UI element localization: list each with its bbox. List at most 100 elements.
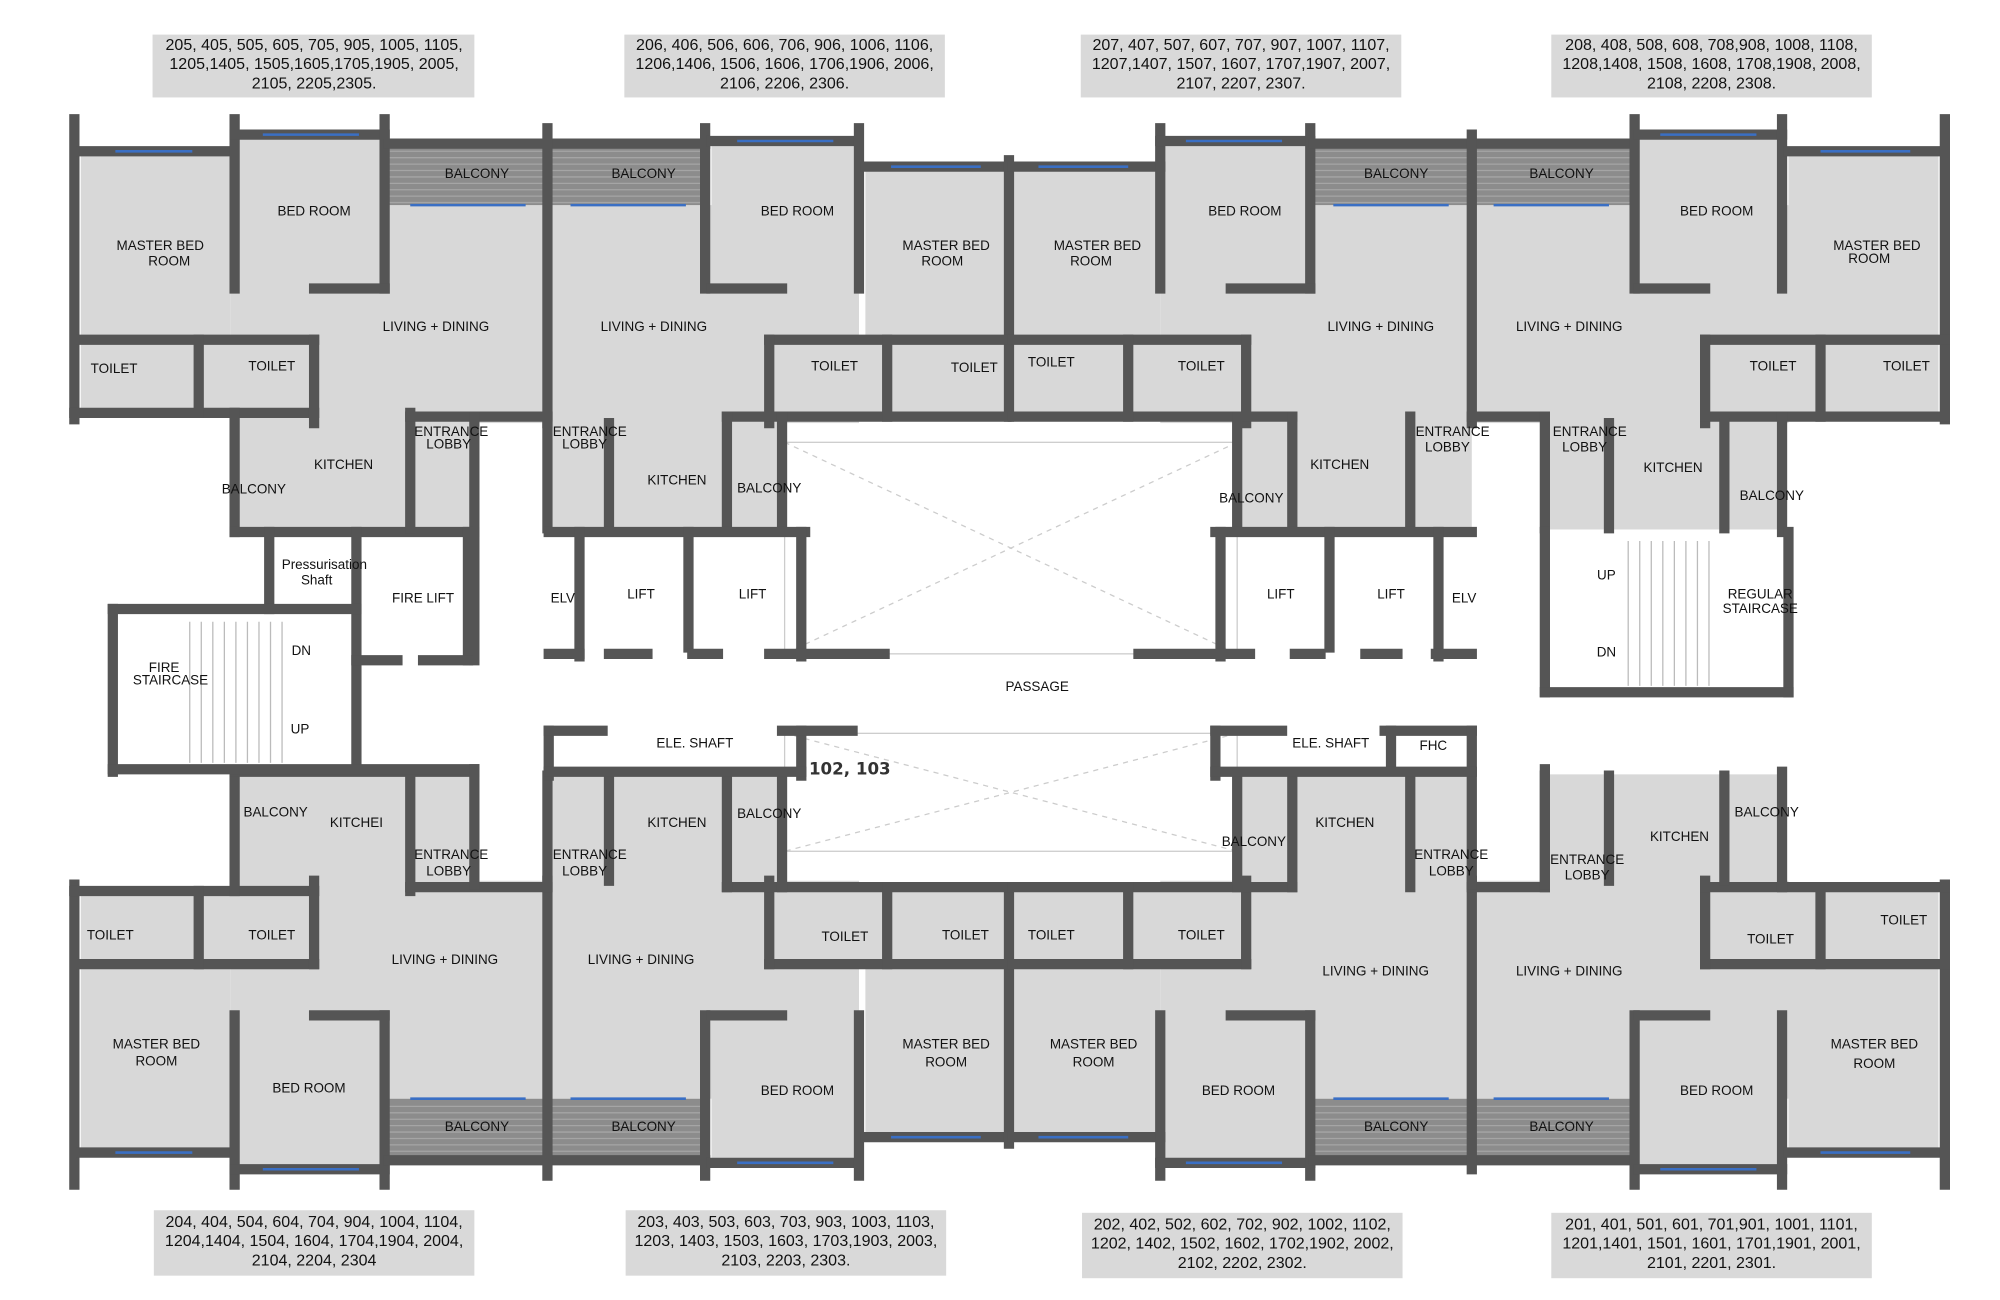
elv-label: ELV: [1452, 591, 1476, 606]
bed-room-label: BED ROOM: [761, 203, 834, 218]
room-fill: [711, 141, 857, 289]
living-dining-label: LIVING + DINING: [588, 952, 695, 967]
svg-text:2105, 2205,2305.: 2105, 2205,2305.: [252, 74, 377, 92]
svg-text:207, 407, 507, 607, 707, 907,: 207, 407, 507, 607, 707, 907, 1007, 1107…: [1092, 36, 1389, 54]
svg-text:2101, 2201, 2301.: 2101, 2201, 2301.: [1647, 1254, 1776, 1272]
toilet-label: TOILET: [1178, 928, 1225, 943]
toilet-label: TOILET: [1747, 932, 1794, 947]
balcony-label: BALCONY: [1740, 488, 1804, 503]
balcony-fill: [1474, 143, 1631, 206]
pressurisation-shaft-label: Shaft: [301, 573, 333, 588]
bed-room-label: BED ROOM: [761, 1083, 834, 1098]
room-labels-bottom: BALCONY KITCHEI KITCHEN BALCONY BALCONY …: [87, 805, 1927, 1134]
svg-text:1201,1401, 1501, 1601, 1701,19: 1201,1401, 1501, 1601, 1701,1901, 2001,: [1562, 1235, 1860, 1253]
bed-room-label: BED ROOM: [1202, 1083, 1275, 1098]
svg-text:208, 408, 508, 608, 708,908, 1: 208, 408, 508, 608, 708,908, 1008, 1108,: [1565, 36, 1858, 54]
master-bed-room-label: MASTER BED: [113, 1037, 201, 1052]
ele-shaft-label: ELE. SHAFT: [656, 735, 733, 750]
unit-reference-label: 102, 103: [809, 759, 891, 778]
balcony-label: BALCONY: [1735, 805, 1799, 820]
balcony-fill: [548, 1098, 706, 1161]
room-fill: [1012, 964, 1161, 1138]
room-fill: [1638, 1015, 1783, 1170]
unit-list-top-4: 208, 408, 508, 608, 708,908, 1008, 1108,…: [1551, 34, 1872, 98]
svg-text:2104, 2204, 2304: 2104, 2204, 2304: [252, 1251, 377, 1269]
bed-room-label: BED ROOM: [1208, 203, 1281, 218]
entrance-lobby-label: ENTRANCE: [414, 424, 488, 439]
balcony-label: BALCONY: [445, 1119, 509, 1134]
room-labels-top: MASTER BED ROOM BED ROOM BALCONY BALCONY…: [91, 166, 1930, 505]
kitchen-label: KITCHEN: [1315, 815, 1374, 830]
stair-down-label: DN: [292, 643, 311, 658]
entrance-lobby-label: ENTRANCE: [1550, 852, 1624, 867]
entrance-lobby-label: LOBBY: [426, 437, 471, 452]
living-dining-label: LIVING + DINING: [1516, 964, 1623, 979]
kitchen-label: KITCHEN: [1644, 460, 1703, 475]
toilet-label: TOILET: [811, 359, 858, 374]
room-fill: [548, 416, 783, 530]
svg-text:2102, 2202, 2302.: 2102, 2202, 2302.: [1178, 1254, 1307, 1272]
balcony-label: BALCONY: [1364, 166, 1428, 181]
kitchen-label: KITCHEI: [330, 815, 383, 830]
entrance-lobby-label: ENTRANCE: [553, 847, 627, 862]
master-bed-room-label: MASTER BED: [1833, 238, 1921, 253]
bed-room-label: BED ROOM: [1680, 203, 1753, 218]
room-fill: [1237, 416, 1472, 530]
entrance-lobby-label: LOBBY: [562, 864, 607, 879]
kitchen-label: KITCHEN: [1650, 829, 1709, 844]
core-labels: Pressurisation Shaft FIRE LIFT ELV LIFT …: [133, 557, 1798, 778]
balcony-label: BALCONY: [1222, 834, 1286, 849]
bed-room-label: BED ROOM: [272, 1080, 345, 1095]
toilet-label: TOILET: [1178, 359, 1225, 374]
balcony-label: BALCONY: [737, 480, 801, 495]
elv-label: ELV: [551, 591, 575, 606]
master-bed-room-label: ROOM: [1848, 251, 1890, 266]
fire-lift-label: FIRE LIFT: [392, 591, 454, 606]
room-fill: [410, 774, 475, 888]
living-dining-label: LIVING + DINING: [383, 319, 490, 334]
unit-list-top-1: 205, 405, 505, 605, 705, 905, 1005, 1105…: [152, 34, 475, 98]
svg-text:2108, 2208, 2308.: 2108, 2208, 2308.: [1647, 74, 1776, 92]
entrance-lobby-label: ENTRANCE: [1416, 424, 1490, 439]
entrance-lobby-label: ENTRANCE: [553, 424, 627, 439]
stair-down-label: DN: [1597, 644, 1616, 659]
unit-list-bottom-1: 204, 404, 504, 604, 704, 904, 1004, 1104…: [153, 1210, 475, 1276]
entrance-lobby-label: LOBBY: [1429, 864, 1474, 879]
svg-text:205, 405, 505, 605, 705, 905,: 205, 405, 505, 605, 705, 905, 1005, 1105…: [166, 36, 463, 54]
ele-shaft-label: ELE. SHAFT: [1292, 735, 1369, 750]
balcony-label: BALCONY: [1529, 166, 1593, 181]
toilet-label: TOILET: [91, 361, 138, 376]
stair-up-label: UP: [291, 721, 310, 736]
entrance-lobby-label: ENTRANCE: [1553, 424, 1627, 439]
master-bed-room-label: MASTER BED: [1054, 238, 1142, 253]
lift-label: LIFT: [739, 587, 767, 602]
open-court: [783, 732, 1238, 852]
toilet-label: TOILET: [1750, 359, 1797, 374]
living-dining-label: LIVING + DINING: [1322, 964, 1429, 979]
svg-text:1203, 1403, 1503, 1603, 1703,1: 1203, 1403, 1503, 1603, 1703,1903, 2003,: [634, 1232, 937, 1250]
balcony-label: BALCONY: [222, 482, 286, 497]
toilet-label: TOILET: [942, 928, 989, 943]
balcony-fill: [388, 143, 545, 206]
balcony-label: BALCONY: [243, 805, 307, 820]
balcony-fill: [1314, 1098, 1472, 1161]
room-fill: [1237, 774, 1472, 888]
room-fill: [1544, 774, 1783, 888]
stair-up-label: UP: [1597, 567, 1616, 582]
svg-text:2107, 2207, 2307.: 2107, 2207, 2307.: [1176, 74, 1305, 92]
living-dining-label: LIVING + DINING: [1328, 319, 1435, 334]
balcony-label: BALCONY: [445, 166, 509, 181]
room-fill: [1638, 134, 1783, 289]
room-fill: [1788, 964, 1939, 1153]
master-bed-room-label: ROOM: [1853, 1056, 1895, 1071]
room-fill: [865, 964, 1007, 1138]
open-court-markings: [189, 441, 1710, 852]
master-bed-room-label: ROOM: [925, 1055, 967, 1070]
balcony-label: BALCONY: [611, 166, 675, 181]
toilet-label: TOILET: [1028, 355, 1075, 370]
master-bed-room-label: MASTER BED: [1050, 1037, 1138, 1052]
lift-label: LIFT: [1377, 587, 1405, 602]
toilet-label: TOILET: [1883, 359, 1930, 374]
lift-label: LIFT: [1267, 587, 1295, 602]
